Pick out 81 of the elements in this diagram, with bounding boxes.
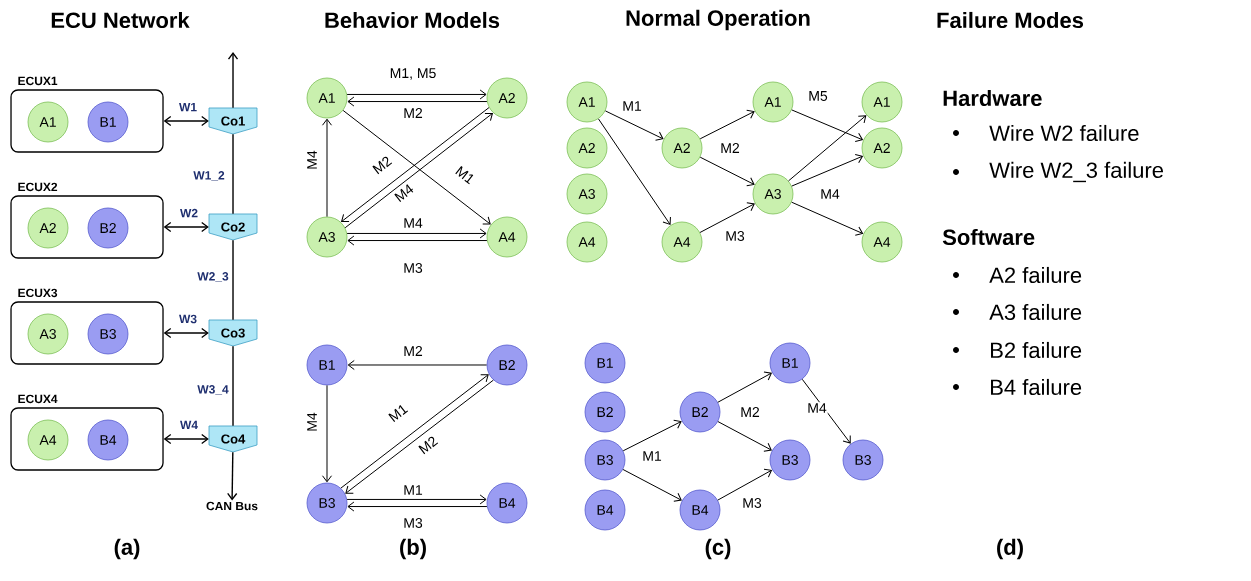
edge-label: W4 xyxy=(179,419,199,431)
list-item: B2 failure xyxy=(991,341,1082,359)
edge-label: M4 xyxy=(819,188,841,200)
panel-title: Behavior Models xyxy=(325,11,500,29)
box-heading: ECUX1 xyxy=(18,76,58,86)
arrow xyxy=(791,153,863,187)
arrow xyxy=(699,109,755,140)
edge-label: M5 xyxy=(807,90,829,102)
arrow xyxy=(801,378,851,444)
arrow xyxy=(347,235,488,246)
panel-title: Normal Operation xyxy=(626,9,810,31)
arrow xyxy=(227,52,239,109)
arrow xyxy=(699,156,755,187)
arrow xyxy=(788,115,867,182)
box-heading: ECUX3 xyxy=(18,288,58,298)
panel-title: ECU Network xyxy=(51,11,190,29)
arrow xyxy=(791,109,863,143)
edge-label: W2_3 xyxy=(196,271,230,283)
arrow xyxy=(346,228,487,239)
edge-label: M1 xyxy=(386,401,411,425)
arrow xyxy=(227,451,238,501)
edge-label: M3 xyxy=(724,230,746,242)
section-heading: Hardware xyxy=(943,89,1042,107)
edge-label: W1_2 xyxy=(192,170,226,182)
arrow xyxy=(597,118,671,225)
panel-label: (a) xyxy=(114,538,140,560)
arrow xyxy=(163,115,209,127)
edge-label: W3_4 xyxy=(196,384,230,396)
arrow xyxy=(163,433,209,445)
arrow xyxy=(346,89,487,100)
panel-title: Failure Modes xyxy=(937,11,1084,29)
list-item: B4 failure xyxy=(991,378,1082,396)
arrow xyxy=(347,501,488,512)
edge-label: M2 xyxy=(369,153,395,177)
list-item: A2 failure xyxy=(989,266,1082,284)
panel-label: (c) xyxy=(705,538,731,560)
edge-label: W3 xyxy=(178,313,198,325)
edge-label: M1 xyxy=(621,100,643,112)
edge-label: M2 xyxy=(402,107,424,119)
list-item: Wire W2 failure xyxy=(989,124,1139,142)
arrow xyxy=(163,221,209,233)
panel-label: (d) xyxy=(997,538,1023,560)
arrow xyxy=(322,384,332,483)
arrow xyxy=(622,469,682,502)
arrow xyxy=(699,202,755,233)
edge-label: M2 xyxy=(415,433,441,457)
arrow xyxy=(717,468,772,501)
edge-label: M1, M5 xyxy=(388,67,438,81)
edge-label: M3 xyxy=(741,497,763,509)
arrow xyxy=(717,371,772,403)
bus-label: CAN Bus xyxy=(206,501,258,511)
edge-label: M1 xyxy=(641,450,663,462)
edge-label: M2 xyxy=(719,142,741,154)
edge-label: W1 xyxy=(178,101,198,113)
edge-label: M4 xyxy=(402,217,424,229)
arrow xyxy=(322,118,332,218)
arrow xyxy=(163,327,209,339)
section-heading: Software xyxy=(942,228,1035,246)
arrow xyxy=(604,110,664,141)
edge-label: M1 xyxy=(453,163,478,187)
edge-label: M4 xyxy=(306,411,318,433)
box-heading: ECUX2 xyxy=(18,182,58,192)
edge-label: M4 xyxy=(392,181,417,205)
arrow xyxy=(717,421,772,452)
edge-label: M3 xyxy=(402,262,424,274)
edge-label: M4 xyxy=(306,149,318,171)
list-item: A3 failure xyxy=(989,303,1082,321)
arrow xyxy=(791,201,864,236)
edge-label: M4 xyxy=(806,402,828,414)
box-heading: ECUX4 xyxy=(18,394,58,404)
edge-label: W2 xyxy=(179,207,199,219)
arrow xyxy=(346,494,487,505)
arrow xyxy=(347,360,488,370)
arrow xyxy=(622,419,682,452)
list-item: Wire W2_3 failure xyxy=(989,161,1163,183)
panel-label: (b) xyxy=(400,538,426,560)
arrow xyxy=(347,96,488,107)
edge-label: M2 xyxy=(402,345,424,357)
edge-label: M2 xyxy=(739,406,761,418)
edge-label: M1 xyxy=(402,484,424,496)
edge-label: M3 xyxy=(402,517,424,529)
